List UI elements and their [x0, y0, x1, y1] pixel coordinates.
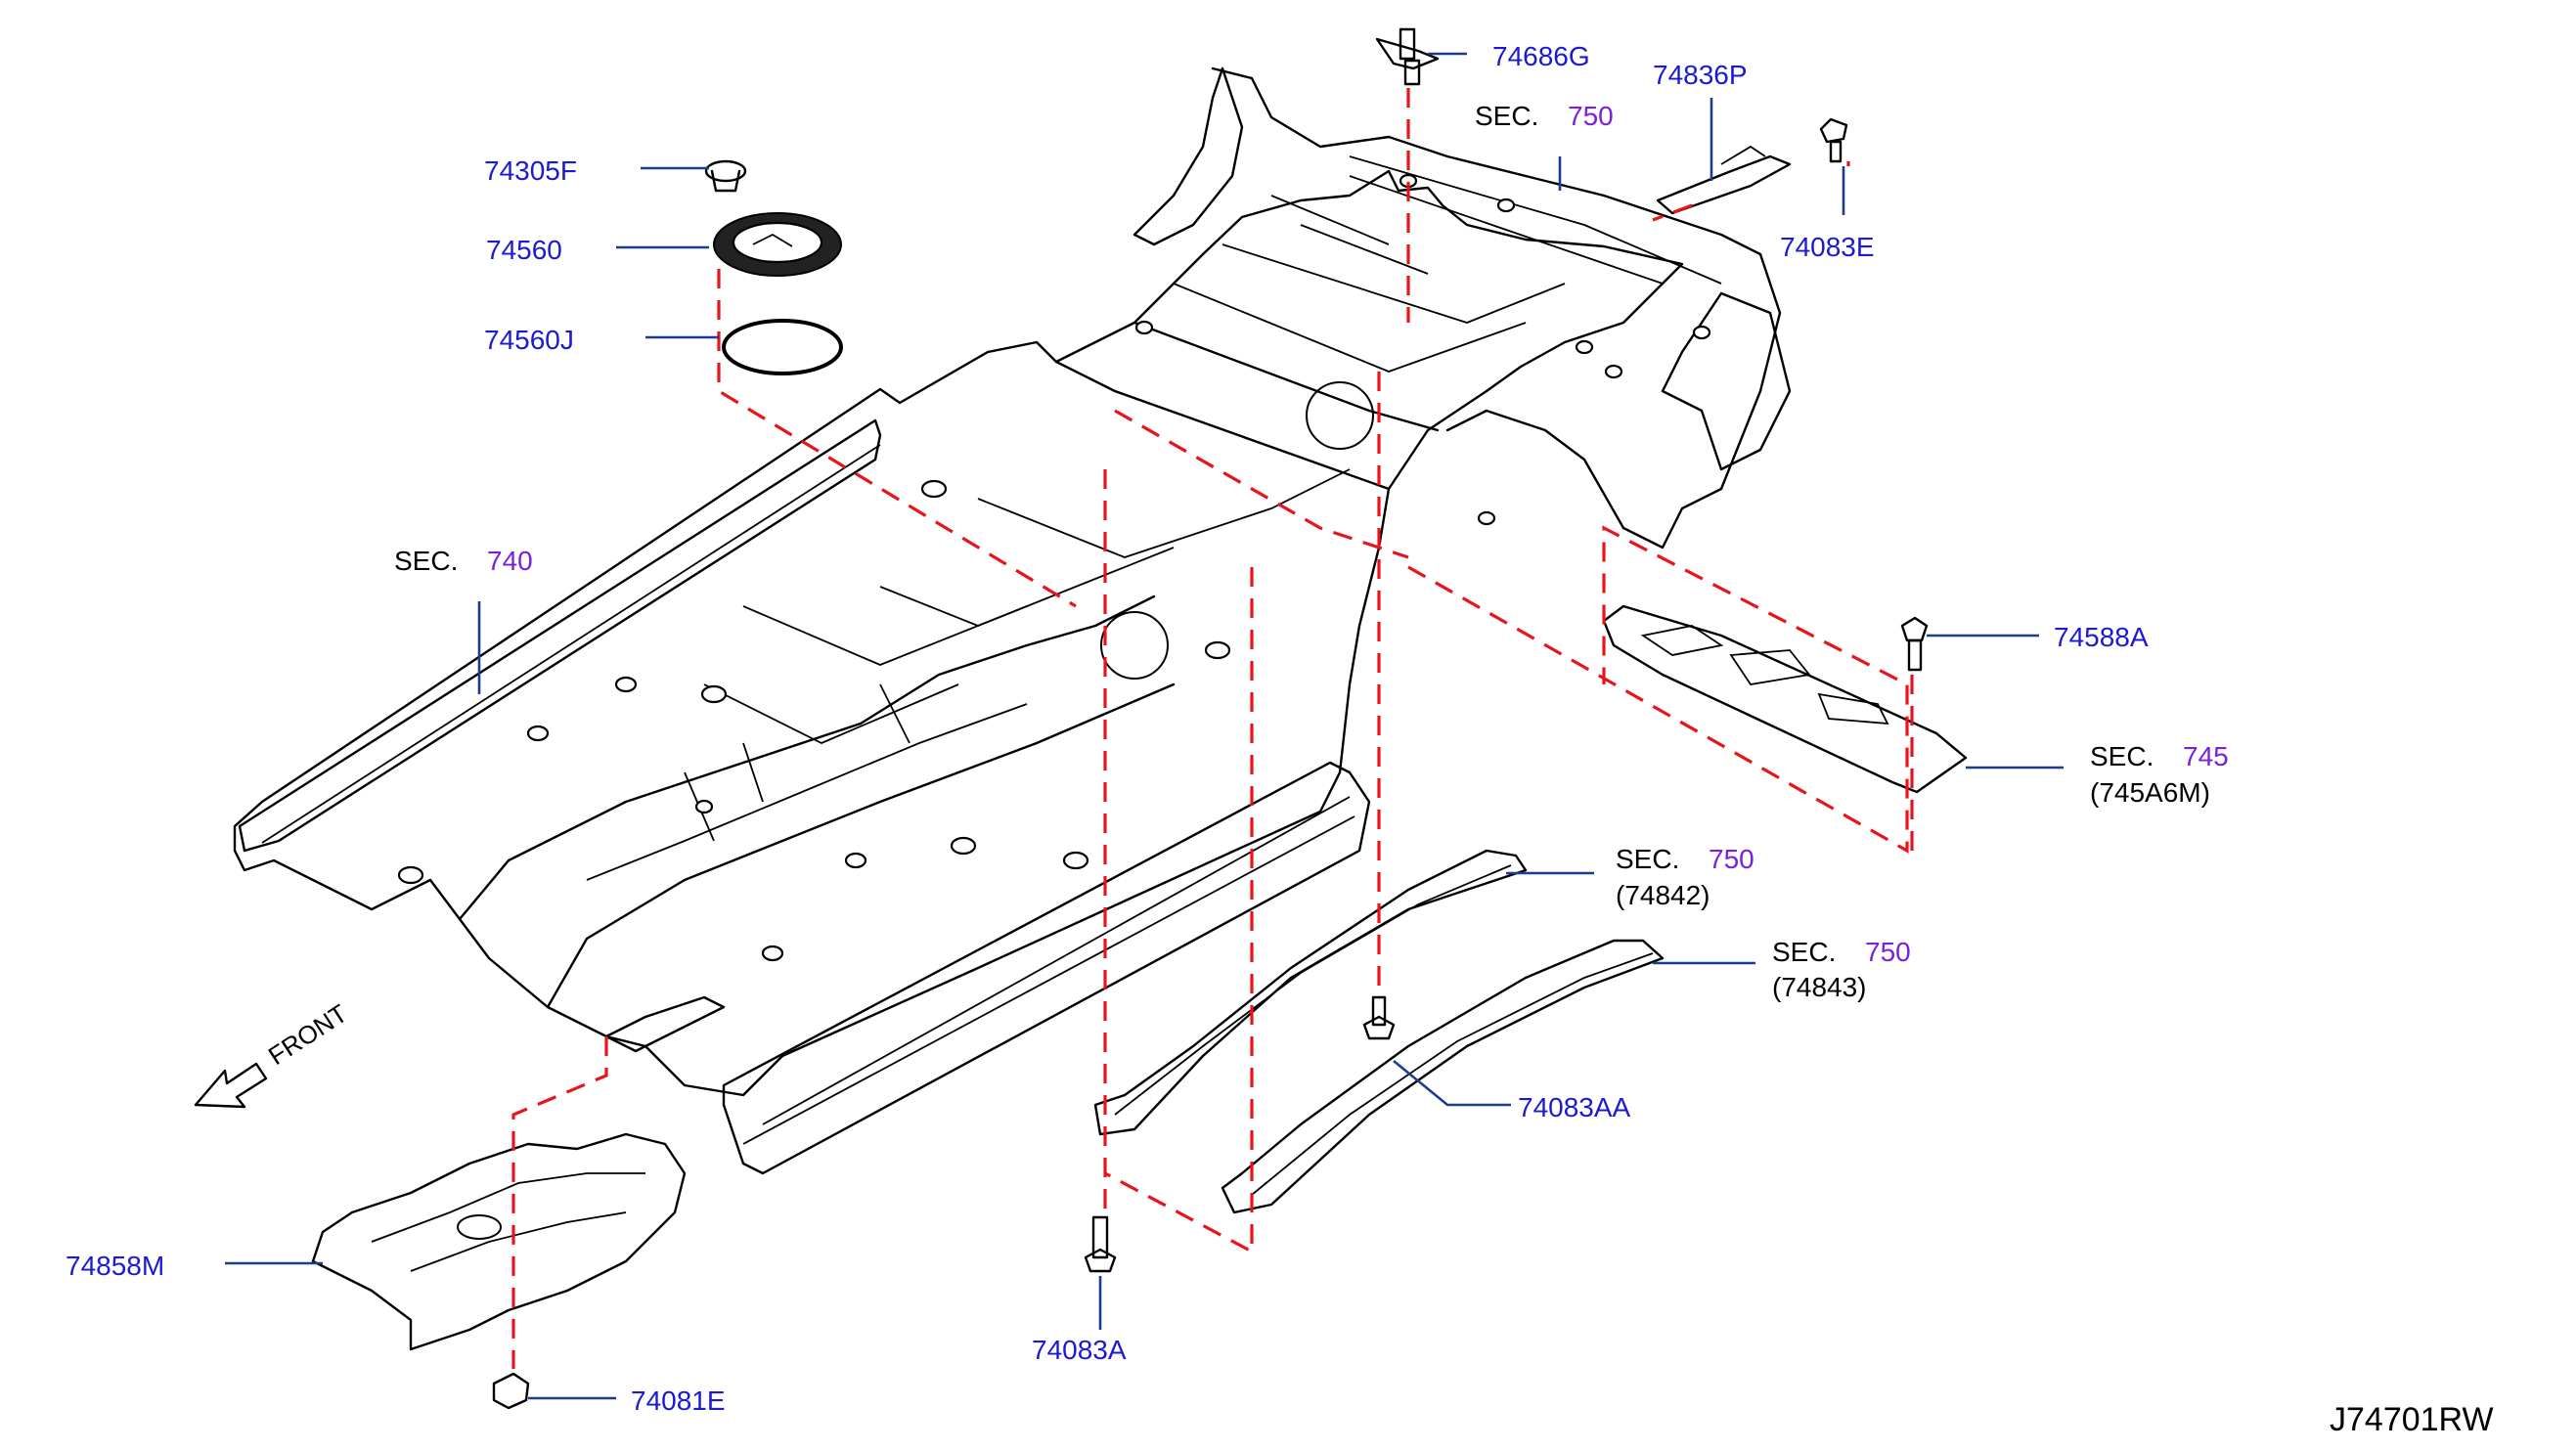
- sec-750-a-ref: (74842): [1616, 880, 1710, 910]
- sec-750-b-ref: (74843): [1772, 972, 1867, 1002]
- part-74083AA-bolt: [1362, 995, 1396, 1040]
- sec-740-word: SEC.: [394, 546, 458, 576]
- sec-750-b-word: SEC.: [1772, 937, 1836, 967]
- diagram-code: J74701RW: [2330, 1401, 2494, 1438]
- sec-745-word: SEC.: [2090, 741, 2154, 771]
- part-74083A-bolt: [1084, 1215, 1117, 1273]
- part-745A6M-reinforcement: [1602, 604, 1968, 794]
- front-direction-indicator: FRONT: [194, 998, 353, 1109]
- part-74858M-heat-insulator: [311, 1132, 687, 1351]
- sec-745-ref: (745A6M): [2090, 777, 2210, 808]
- floor-panel-assembly: [233, 66, 1792, 1175]
- label-74560J: 74560J: [484, 325, 574, 355]
- front-arrow-icon: [194, 1062, 268, 1109]
- part-74588A-bolt: [1900, 616, 1929, 672]
- sec-740-number: 740: [487, 546, 533, 576]
- sec-745-number: 745: [2183, 741, 2229, 771]
- leader-lines: [225, 52, 2064, 1400]
- label-74083E: 74083E: [1780, 232, 1875, 262]
- sec-750-a-word: SEC.: [1616, 844, 1679, 874]
- part-74081E-nut: [492, 1372, 530, 1410]
- part-74560J-seal-ring: [722, 319, 843, 375]
- label-74305F: 74305F: [484, 155, 577, 186]
- label-74081E: 74081E: [631, 1385, 726, 1416]
- label-74858M: 74858M: [66, 1251, 164, 1281]
- floor-holes: [397, 173, 1711, 962]
- front-label: FRONT: [263, 998, 353, 1071]
- label-74686G: 74686G: [1492, 41, 1590, 71]
- label-74560: 74560: [486, 235, 562, 265]
- part-74843-member: [1221, 939, 1665, 1214]
- label-74083A: 74083A: [1032, 1335, 1127, 1365]
- label-74588A: 74588A: [2054, 622, 2149, 652]
- part-labels: 74686G 74836P 74305F 74560 74560J 74083E…: [66, 41, 2149, 1416]
- sec-750-top-word: SEC.: [1475, 101, 1538, 131]
- label-74836P: 74836P: [1653, 60, 1748, 90]
- sec-750-a-number: 750: [1709, 844, 1754, 874]
- part-74836P-bracket: [1656, 145, 1792, 215]
- part-74083E-bolt: [1819, 117, 1848, 163]
- section-references: SEC. 750 SEC. 740 SEC. 745 (745A6M) SEC.…: [394, 101, 2229, 1002]
- part-74686G-clip: [1375, 27, 1440, 86]
- sec-750-b-number: 750: [1865, 937, 1911, 967]
- sec-750-top-number: 750: [1568, 101, 1614, 131]
- part-74842-member: [1093, 849, 1528, 1136]
- label-74083AA: 74083AA: [1518, 1092, 1631, 1122]
- part-74305F-grommet: [704, 159, 747, 193]
- dashed-guide-lines: [511, 88, 1914, 1369]
- part-74560-plug: [713, 212, 842, 277]
